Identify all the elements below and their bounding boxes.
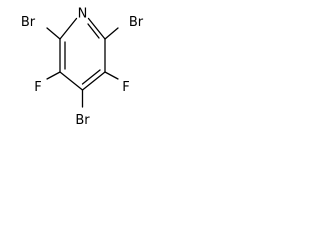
bond-c5-f <box>104 71 119 80</box>
bond-n-c2 <box>59 17 78 40</box>
bond-c5-c4-inner <box>81 69 101 85</box>
atom-label-bromine-bottom: Br <box>75 113 90 128</box>
atom-label-fluorine-right: F <box>122 80 129 95</box>
bond-c6-br <box>104 27 119 40</box>
atom-label-fluorine-left: F <box>34 80 41 95</box>
bond-c2-br <box>46 27 61 40</box>
bond-n-c6 <box>87 17 106 40</box>
bond-c3-f <box>46 71 61 80</box>
bond-c3-c4 <box>59 71 84 91</box>
atom-label-nitrogen: N <box>78 7 88 22</box>
bond-c5-c4 <box>81 71 106 91</box>
atom-label-bromine-left: Br <box>21 15 36 30</box>
atom-label-bromine-right: Br <box>129 15 144 30</box>
chemical-structure-diagram: N Br Br F F Br <box>21 7 144 129</box>
bond-n-c6-inner <box>87 23 100 39</box>
